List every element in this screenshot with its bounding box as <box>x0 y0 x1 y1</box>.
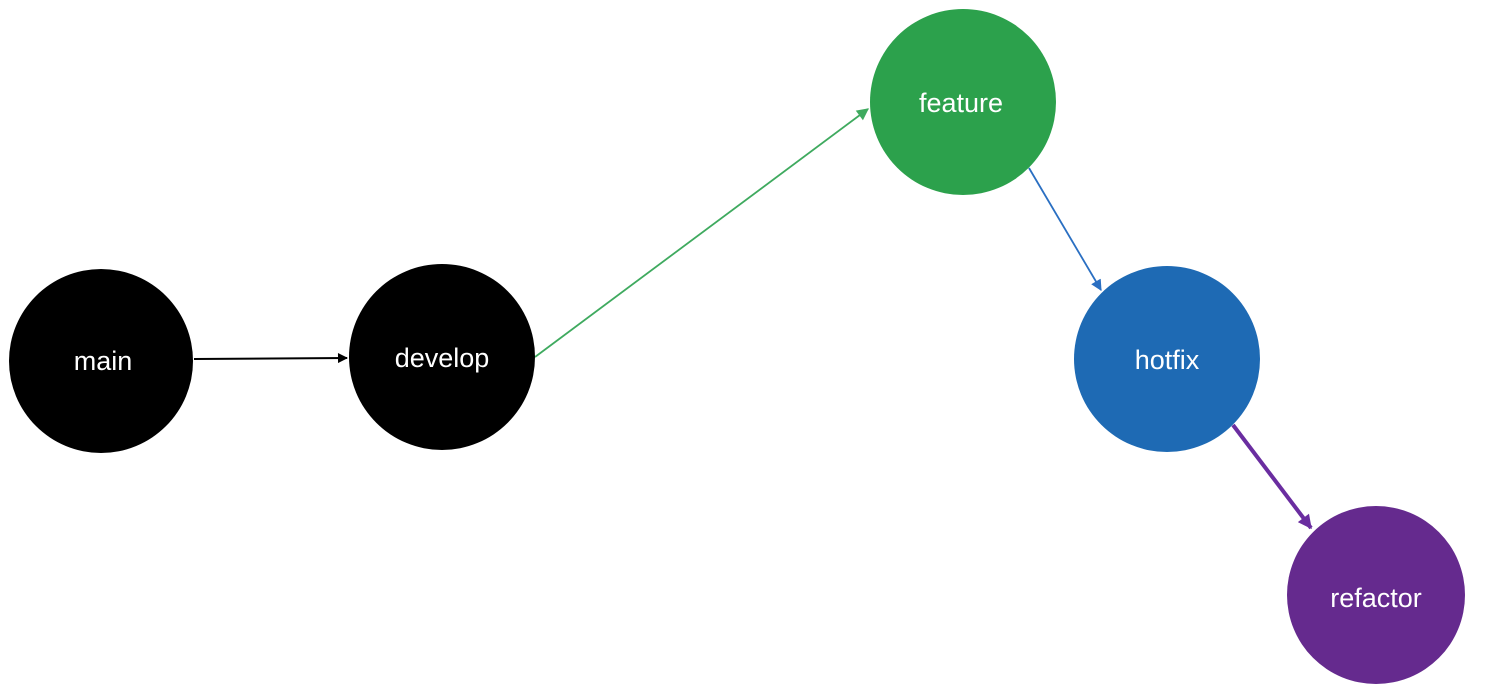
node-refactor-label: refactor <box>1330 583 1422 613</box>
node-group: main develop feature hotfix refactor <box>9 9 1465 684</box>
edge-feature-hotfix <box>1028 167 1102 291</box>
node-hotfix <box>1074 266 1260 452</box>
edge-develop-feature <box>534 108 869 358</box>
node-develop-label: develop <box>395 343 490 373</box>
node-hotfix-label: hotfix <box>1135 345 1200 375</box>
node-feature <box>870 9 1056 195</box>
edge-hotfix-refactor <box>1231 423 1313 530</box>
node-develop <box>349 264 535 450</box>
node-refactor <box>1287 506 1465 684</box>
edge-main-develop <box>193 353 348 364</box>
node-feature-label: feature <box>919 88 1003 118</box>
node-main-label: main <box>74 346 133 376</box>
node-main <box>9 269 193 453</box>
edge-group <box>193 108 1313 530</box>
